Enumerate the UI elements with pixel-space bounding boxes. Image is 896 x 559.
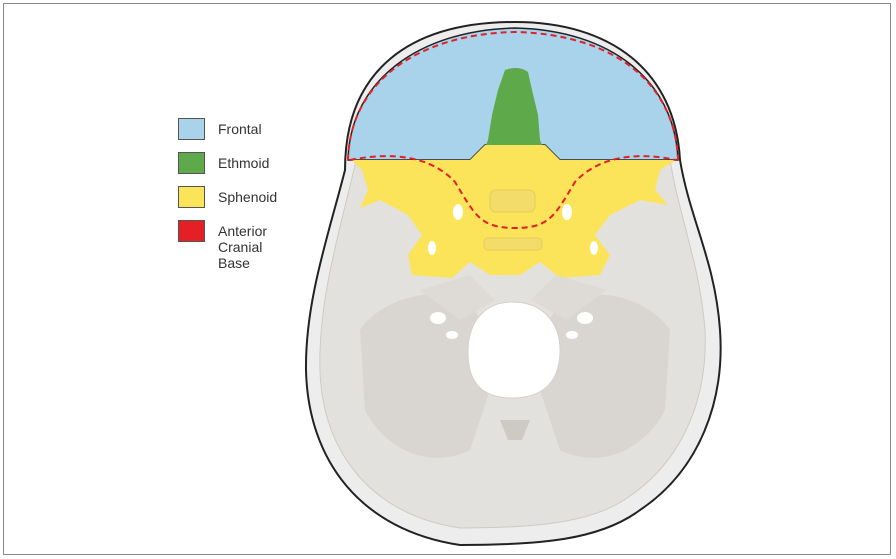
legend-swatch-ethmoid <box>178 152 205 174</box>
jugular-right <box>566 331 578 339</box>
legend: Frontal Ethmoid Sphenoid Anterior Crania… <box>178 118 298 280</box>
legend-item-anterior-cranial-base: Anterior Cranial Base <box>178 220 298 280</box>
legend-label: Anterior Cranial Base <box>218 223 267 271</box>
legend-item-frontal: Frontal <box>178 118 298 152</box>
foramen-right <box>562 204 572 220</box>
legend-swatch-frontal <box>178 118 205 140</box>
legend-label: Sphenoid <box>218 189 277 205</box>
dorsum-sellae <box>484 238 542 250</box>
foramen-ovale-left <box>428 241 436 255</box>
legend-item-sphenoid: Sphenoid <box>178 186 298 220</box>
internal-acoustic-left <box>430 312 446 324</box>
jugular-left <box>446 331 458 339</box>
legend-label: Ethmoid <box>218 155 269 171</box>
foramen-left <box>453 204 463 220</box>
legend-label: Frontal <box>218 121 262 137</box>
legend-swatch-sphenoid <box>178 186 205 208</box>
legend-item-ethmoid: Ethmoid <box>178 152 298 186</box>
foramen-magnum <box>468 302 560 398</box>
sella-turcica <box>490 190 535 212</box>
legend-swatch-anterior-cranial-base <box>178 220 205 242</box>
internal-acoustic-right <box>577 312 593 324</box>
foramen-ovale-right <box>590 241 598 255</box>
